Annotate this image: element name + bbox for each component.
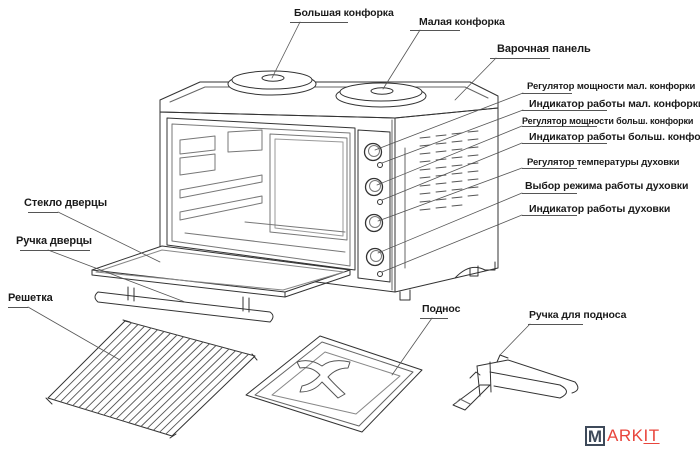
rack-wire xyxy=(121,341,204,422)
label-underline xyxy=(490,58,550,59)
rack-wire xyxy=(115,339,197,420)
label-underline xyxy=(528,324,583,325)
rack-wire xyxy=(90,332,171,412)
small-burner-shape xyxy=(335,82,427,108)
rack-wire xyxy=(165,353,249,435)
label-underline xyxy=(522,143,607,144)
logo-box-letter: M xyxy=(585,426,605,446)
label-underline xyxy=(8,307,28,308)
oven-body xyxy=(159,81,499,301)
big-burner-shape xyxy=(227,70,317,96)
label-underline xyxy=(522,126,597,127)
label-big-power-regulator: Регулятор мощности больш. конфорки xyxy=(522,116,694,126)
grill-rack-shape xyxy=(45,319,258,439)
rack-wire xyxy=(146,348,230,429)
label-small-indicator: Индикатор работы мал. конфорки xyxy=(529,98,700,110)
rack-wire xyxy=(53,322,132,401)
label-underline xyxy=(522,168,577,169)
rack-wire xyxy=(66,325,145,405)
label-underline xyxy=(290,22,348,23)
label-mode-selector: Выбор режима работы духовки xyxy=(525,180,689,192)
rack-wire xyxy=(78,329,158,408)
leader-lines xyxy=(27,21,531,376)
rack-wire xyxy=(84,331,165,410)
label-grill-rack: Решетка xyxy=(8,292,53,304)
rack-wire xyxy=(134,345,217,426)
rack-wire xyxy=(159,352,243,433)
rack-wire xyxy=(72,327,152,407)
label-underline xyxy=(410,30,460,31)
label-underline xyxy=(420,318,448,319)
rack-wire xyxy=(109,338,191,418)
logo-text-underlined: IT xyxy=(643,426,660,445)
label-door-glass: Стекло дверцы xyxy=(24,197,107,209)
rack-wire xyxy=(128,343,210,424)
logo-text-main: ARK xyxy=(607,426,644,445)
door-handle-shape xyxy=(94,286,274,323)
label-big-burner: Большая конфорка xyxy=(294,7,394,19)
logo-text: ARKIT xyxy=(607,426,660,446)
rack-wire xyxy=(103,336,184,416)
label-underline xyxy=(28,212,58,213)
label-tray: Поднос xyxy=(422,303,461,315)
rack-wire xyxy=(140,346,223,427)
label-door-handle: Ручка дверцы xyxy=(16,235,92,247)
label-temp-regulator: Регулятор температуры духовки xyxy=(527,157,680,168)
label-small-burner: Малая конфорка xyxy=(419,16,505,28)
tray-handle-shape xyxy=(452,354,579,411)
label-underline xyxy=(522,110,607,111)
oven-door-shape xyxy=(91,245,351,298)
rack-wire xyxy=(59,324,139,403)
tray-shape xyxy=(245,335,423,433)
label-underline xyxy=(522,215,577,216)
label-underline xyxy=(20,250,90,251)
control-knobs xyxy=(363,142,385,277)
label-underline xyxy=(522,193,577,194)
label-oven-indicator: Индикатор работы духовки xyxy=(529,203,671,215)
markit-logo: M ARKIT xyxy=(585,424,660,448)
label-cooking-panel: Варочная панель xyxy=(497,43,591,55)
rack-wire xyxy=(97,334,178,414)
rack-wire xyxy=(152,350,236,431)
label-underline xyxy=(522,93,572,94)
label-small-power-regulator: Регулятор мощности мал. конфорки xyxy=(527,81,696,92)
label-big-indicator: Индикатор работы больш. конфорки xyxy=(529,131,700,143)
label-tray-handle: Ручка для подноса xyxy=(529,309,627,321)
